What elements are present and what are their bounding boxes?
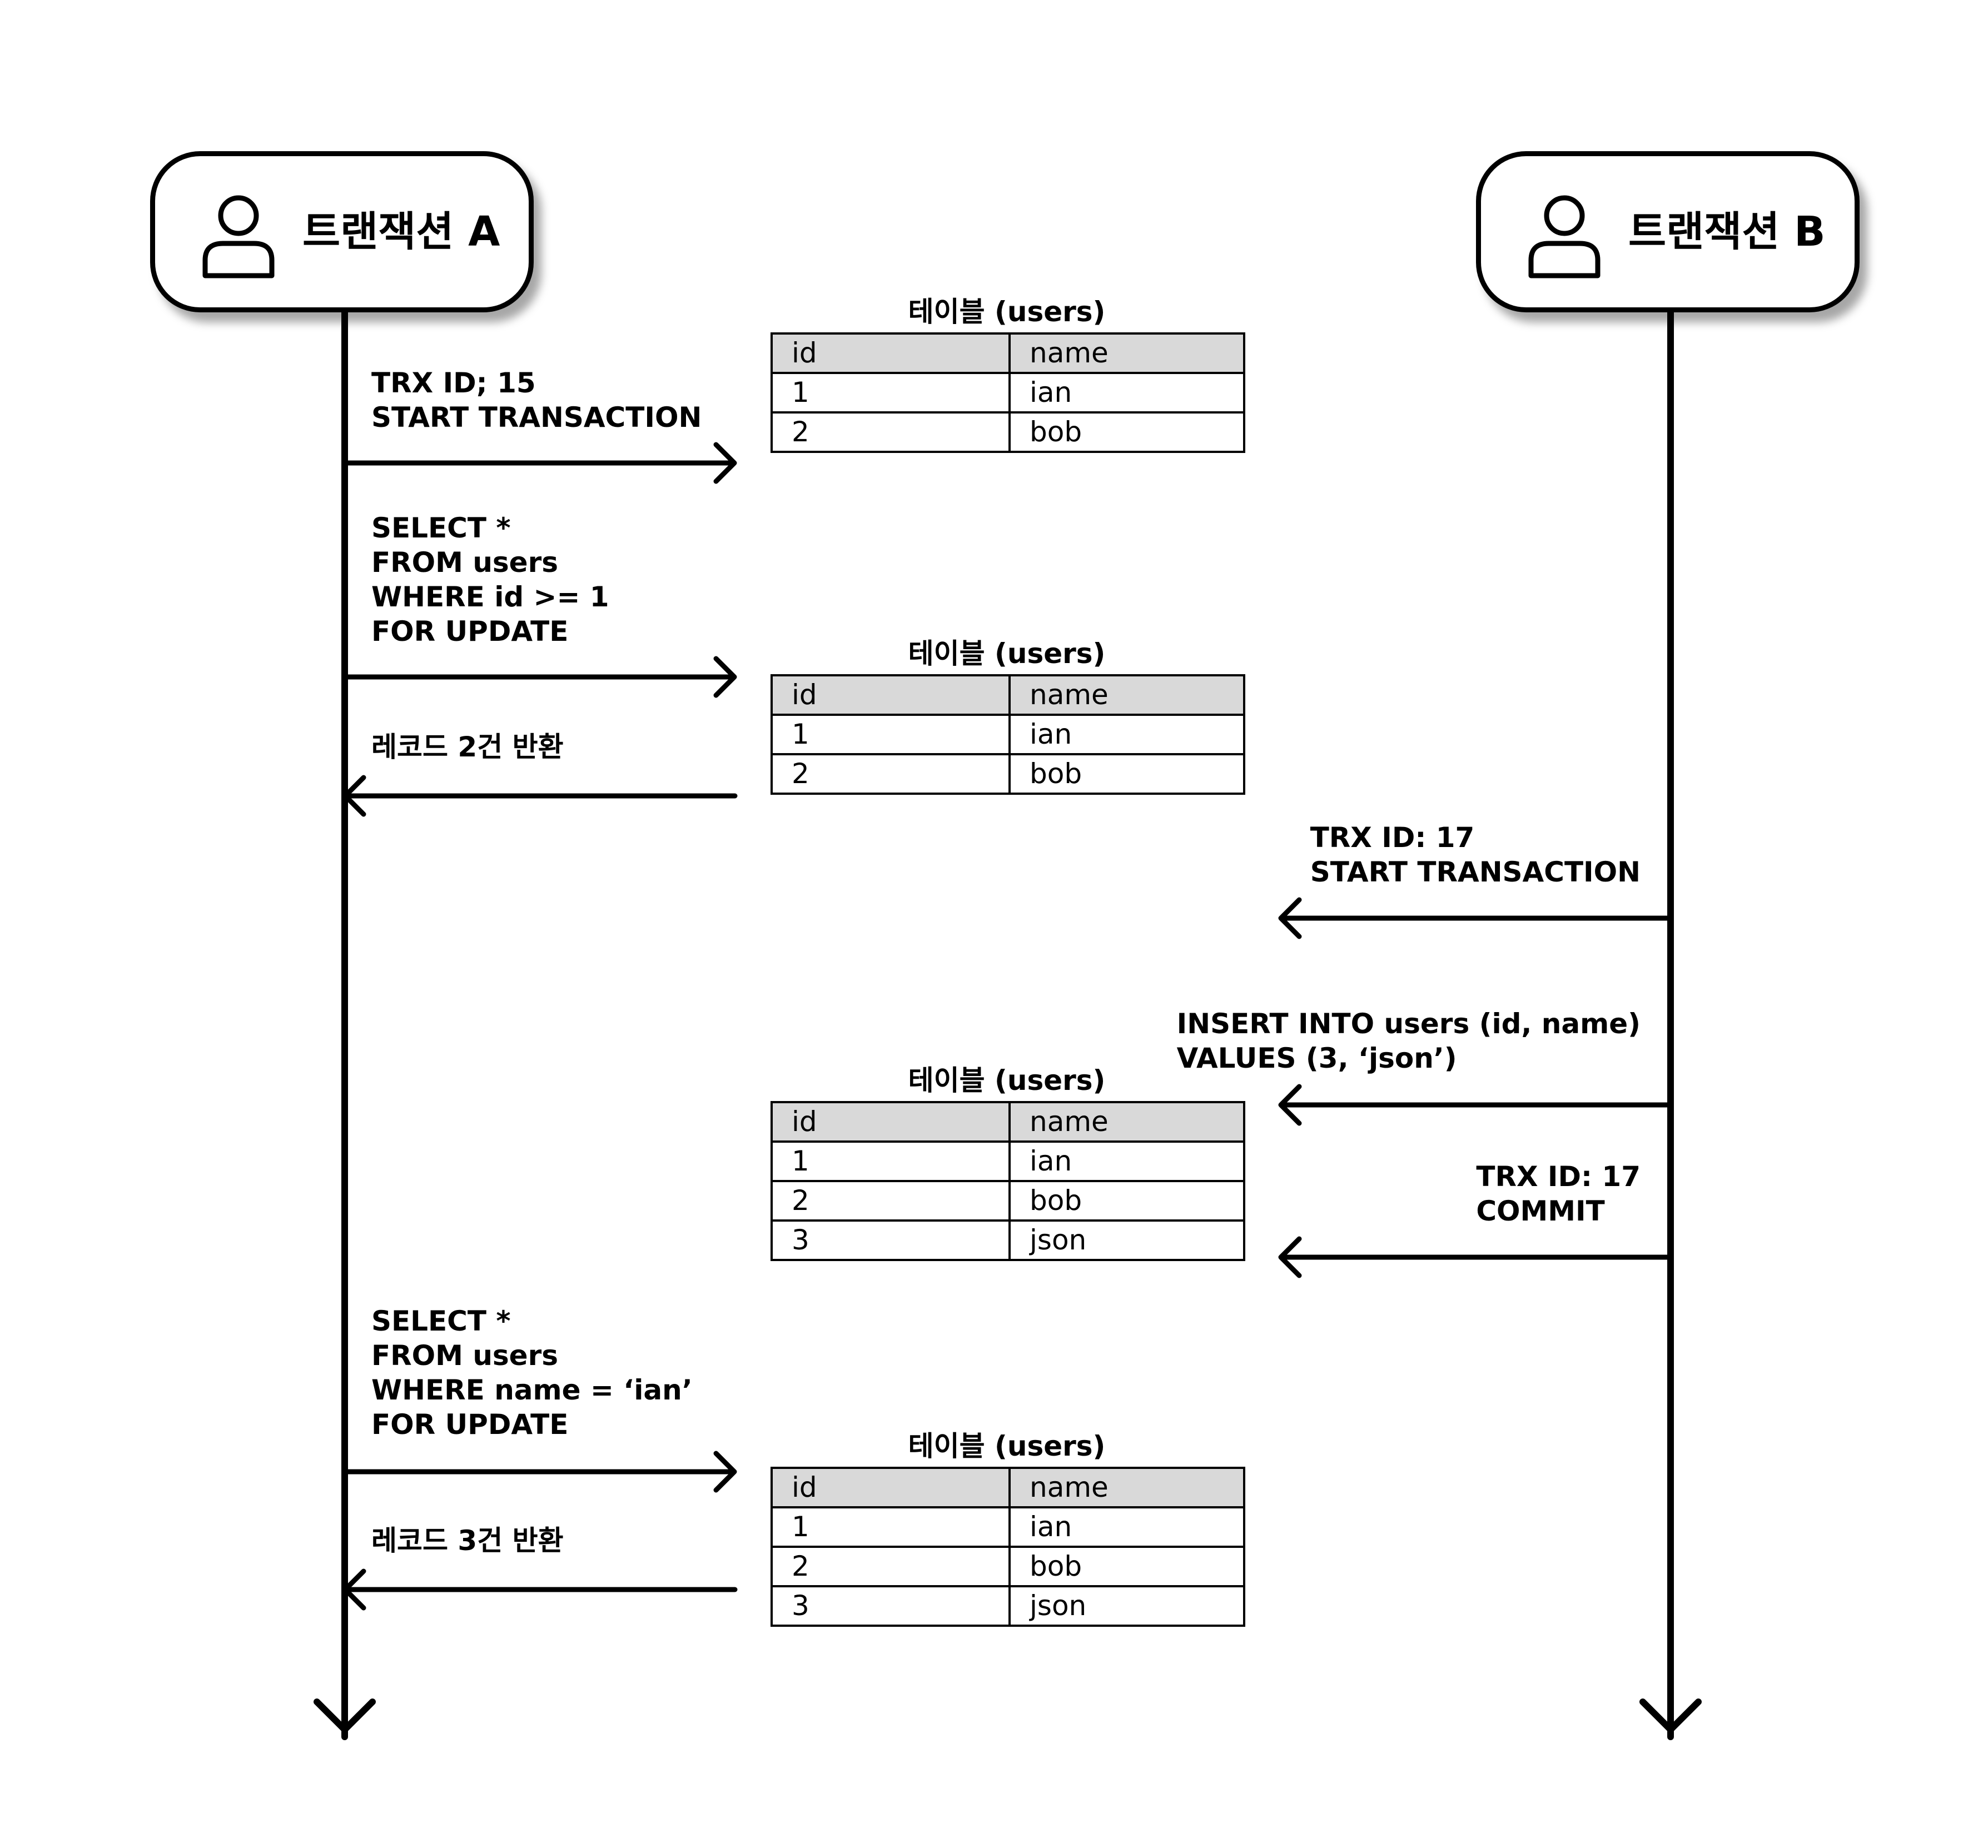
message-line: TRX ID; 15 <box>371 367 536 399</box>
message-line: FOR UPDATE <box>371 1408 569 1441</box>
message-label: TRX ID: 17 COMMIT <box>1476 1159 1641 1228</box>
users-table-snapshot: 테이블 (users) id name 1 ian 2 bob <box>771 295 1245 453</box>
users-table: id name 1 ian 2 bob 3 json <box>771 1467 1245 1627</box>
message-line: TRX ID: 17 <box>1310 821 1475 854</box>
message-label: 레코드 2건 반환 <box>371 730 564 764</box>
arrow-return-3-records <box>342 1568 738 1611</box>
message-label: 레코드 3건 반환 <box>371 1523 564 1558</box>
table-row: 2 bob <box>771 753 1245 795</box>
column-header: id <box>771 1467 1011 1508</box>
users-table: id name 1 ian 2 bob <box>771 332 1245 453</box>
table-row: 3 json <box>771 1219 1245 1261</box>
table-row: 2 bob <box>771 411 1245 453</box>
table-row: 3 json <box>771 1585 1245 1627</box>
message-label: INSERT INTO users (id, name) VALUES (3, … <box>1177 1007 1641 1075</box>
column-header: name <box>1008 674 1245 716</box>
column-header: name <box>1008 1467 1245 1508</box>
table-title: 테이블 (users) <box>908 1064 1106 1097</box>
transaction-a-title: 트랜잭션 A <box>302 208 500 256</box>
message-line: SELECT * <box>371 512 511 544</box>
users-table: id name 1 ian 2 bob <box>771 674 1245 795</box>
column-header: name <box>1008 332 1245 374</box>
table-row: 1 ian <box>771 372 1245 414</box>
message-line: TRX ID: 17 <box>1476 1160 1641 1193</box>
table-cell: bob <box>1008 1546 1245 1587</box>
table-header-row: id name <box>771 1101 1245 1143</box>
table-cell: 2 <box>771 411 1011 453</box>
message-line: WHERE name = ‘ian’ <box>371 1374 693 1406</box>
table-cell: 2 <box>771 1546 1011 1587</box>
arrow-a-select-name-for-update <box>342 1451 737 1493</box>
message-line: INSERT INTO users (id, name) <box>1176 1008 1641 1040</box>
message-line: WHERE id >= 1 <box>371 581 609 613</box>
table-cell: 1 <box>771 1140 1011 1182</box>
message-line: SELECT * <box>371 1305 511 1337</box>
table-cell: 2 <box>771 1180 1011 1222</box>
table-cell: 3 <box>771 1219 1011 1261</box>
users-table: id name 1 ian 2 bob 3 json <box>771 1101 1245 1261</box>
table-row: 1 ian <box>771 1140 1245 1182</box>
table-cell: bob <box>1008 753 1245 795</box>
table-cell: 1 <box>771 372 1011 414</box>
column-header: id <box>771 332 1011 374</box>
message-line: FOR UPDATE <box>371 615 569 647</box>
message-line: 레코드 2건 반환 <box>371 731 564 763</box>
table-row: 2 bob <box>771 1180 1245 1222</box>
message-label: SELECT * FROM users WHERE name = ‘ian’ F… <box>371 1304 693 1442</box>
table-cell: json <box>1008 1219 1245 1261</box>
table-cell: 3 <box>771 1585 1011 1627</box>
message-label: TRX ID: 17 START TRANSACTION <box>1310 820 1641 889</box>
person-icon <box>1528 195 1601 278</box>
lifeline-b-arrowhead <box>1639 1698 1702 1733</box>
table-cell: 2 <box>771 753 1011 795</box>
table-cell: ian <box>1008 714 1245 755</box>
transaction-a-box: 트랜잭션 A <box>150 151 534 312</box>
table-cell: ian <box>1008 1506 1245 1548</box>
table-cell: bob <box>1008 1180 1245 1222</box>
message-label: SELECT * FROM users WHERE id >= 1 FOR UP… <box>371 511 609 649</box>
message-line: FROM users <box>371 1339 559 1372</box>
message-line: FROM users <box>371 546 559 579</box>
message-line: START TRANSACTION <box>371 401 702 434</box>
table-header-row: id name <box>771 674 1245 716</box>
arrow-a-start-transaction <box>342 442 737 484</box>
column-header: id <box>771 674 1011 716</box>
arrow-b-commit <box>1278 1236 1673 1278</box>
table-title: 테이블 (users) <box>908 637 1106 670</box>
table-title: 테이블 (users) <box>908 296 1106 328</box>
table-cell: json <box>1008 1585 1245 1627</box>
lifeline-a-arrowhead <box>314 1698 376 1733</box>
table-cell: ian <box>1008 1140 1245 1182</box>
arrow-b-insert <box>1278 1084 1673 1126</box>
transaction-b-title: 트랜잭션 B <box>1628 208 1826 256</box>
table-cell: bob <box>1008 411 1245 453</box>
person-icon <box>202 195 275 278</box>
message-line: COMMIT <box>1476 1195 1605 1227</box>
arrow-return-2-records <box>342 775 738 817</box>
table-header-row: id name <box>771 332 1245 374</box>
arrow-a-select-for-update <box>342 656 737 698</box>
table-header-row: id name <box>771 1467 1245 1508</box>
table-title: 테이블 (users) <box>908 1430 1106 1462</box>
table-row: 1 ian <box>771 714 1245 755</box>
users-table-snapshot: 테이블 (users) id name 1 ian 2 bob <box>771 636 1245 795</box>
transaction-b-box: 트랜잭션 B <box>1476 151 1860 312</box>
table-cell: 1 <box>771 714 1011 755</box>
users-table-snapshot: 테이블 (users) id name 1 ian 2 bob 3 json <box>771 1063 1245 1261</box>
column-header: name <box>1008 1101 1245 1143</box>
column-header: id <box>771 1101 1011 1143</box>
table-row: 1 ian <box>771 1506 1245 1548</box>
table-cell: ian <box>1008 372 1245 414</box>
table-row: 2 bob <box>771 1546 1245 1587</box>
arrow-b-start-transaction <box>1278 897 1673 939</box>
message-line: 레코드 3건 반환 <box>371 1525 564 1557</box>
message-line: START TRANSACTION <box>1310 856 1641 888</box>
message-line: VALUES (3, ‘json’) <box>1176 1042 1457 1074</box>
message-label: TRX ID; 15 START TRANSACTION <box>371 366 702 435</box>
users-table-snapshot: 테이블 (users) id name 1 ian 2 bob 3 json <box>771 1429 1245 1627</box>
table-cell: 1 <box>771 1506 1011 1548</box>
